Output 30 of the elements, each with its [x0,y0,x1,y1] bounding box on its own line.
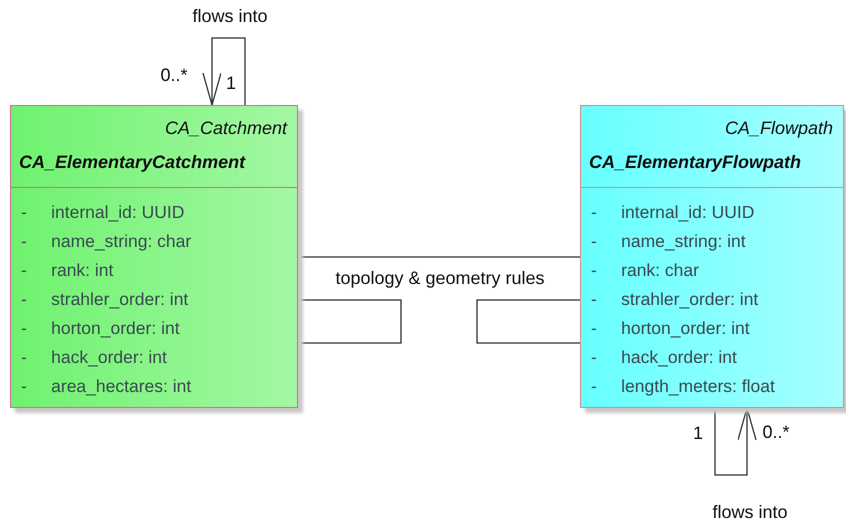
multiplicity-label: 1 [226,72,236,94]
attribute-text: - name_string: int [591,230,746,253]
attribute-text: - internal_id: UUID [591,201,754,224]
attribute-text: - internal_id: UUID [21,201,184,224]
attribute-text: - strahler_order: int [591,288,758,311]
attribute-text: - rank: int [21,259,114,282]
attribute-text: - hack_order: int [591,346,737,369]
edge-label: topology & geometry rules [333,268,547,288]
multiplicity-label: 1 [692,422,703,444]
association-line [298,299,402,344]
attribute-text: - strahler_order: int [21,288,188,311]
association-arrow [202,37,246,106]
class-box [580,105,844,408]
attribute-text: - length_meters: float [591,375,775,398]
attribute-text: - area_hectares: int [21,375,192,398]
association-arrow [714,407,757,476]
association-line [476,299,580,344]
association-line [298,256,580,258]
multiplicity-label: 0..* [762,422,790,442]
class-box [10,105,298,408]
stereotype-name: CA_Catchment [164,117,287,140]
stereotype-name: CA_Flowpath [724,117,833,140]
attribute-text: - name_string: char [21,230,192,253]
attribute-text: - hack_order: int [21,346,167,369]
attribute-text: - horton_order: int [591,317,750,340]
class-name: CA_ElementaryCatchment [19,151,247,174]
multiplicity-label: 0..* [160,64,188,86]
class-name: CA_ElementaryFlowpath [589,151,802,174]
attribute-text: - horton_order: int [21,317,180,340]
attribute-text: - rank: char [591,259,699,282]
